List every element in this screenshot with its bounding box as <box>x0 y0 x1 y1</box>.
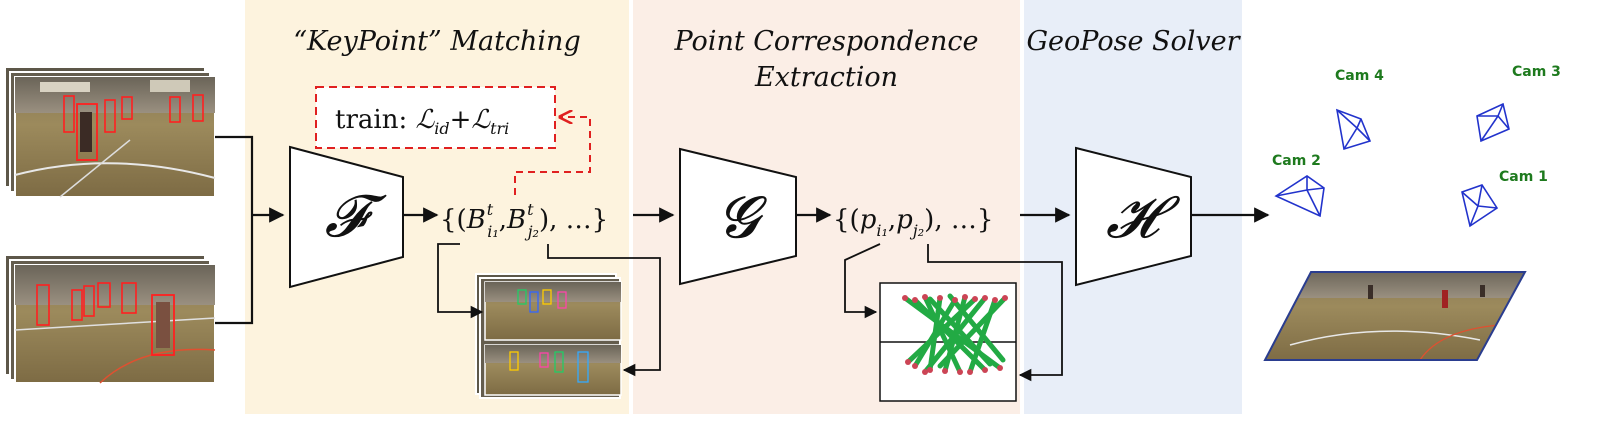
camera-4-label: Cam 4 <box>1335 68 1384 84</box>
loss-id: ℒ <box>415 105 435 135</box>
geopose-solver-title: GeoPose Solver <box>1026 26 1240 57</box>
network-g: 𝓖 <box>679 147 797 286</box>
camera-3-label: Cam 3 <box>1512 64 1561 80</box>
bbox-b2-sub: j₂ <box>525 222 539 241</box>
p2-to-matches-arrow <box>927 244 1063 382</box>
bbox-tuple-open: {( <box>440 205 467 235</box>
match-lines <box>902 293 1008 375</box>
training-loss-box: train: ℒid+ℒtri <box>315 86 556 149</box>
b1-to-crops-arrow <box>437 243 484 319</box>
training-feedback-arrow <box>514 117 591 195</box>
correspondence-match-image <box>879 282 1017 402</box>
input-frames-view-2 <box>4 254 216 384</box>
court-image-view-1 <box>14 76 216 198</box>
point-p2-sub: j₂ <box>910 221 924 240</box>
input-frames-view-1 <box>4 66 216 198</box>
camera-1-label: Cam 1 <box>1499 169 1548 185</box>
point-correspondence-title: Point Correspondence Extraction <box>633 24 1020 96</box>
point-tuple-close: ), …} <box>924 205 993 235</box>
point-correspondence-title-line1: Point Correspondence <box>674 26 979 57</box>
bbox-b2: B <box>506 205 526 235</box>
match-points <box>902 294 1008 375</box>
camera-3-frustum <box>1476 102 1510 143</box>
bbox-b2-sup: t <box>527 200 534 219</box>
bbox-tuple-close: ), …} <box>539 205 608 235</box>
keypoint-matching-title: “KeyPoint” Matching <box>293 26 581 57</box>
camera-poses <box>1274 102 1510 228</box>
bbox-b1-sub: i₁ <box>487 222 499 241</box>
point-p1: p <box>860 205 877 235</box>
input-merge-connector <box>215 135 285 325</box>
loss-tri-sub: tri <box>490 119 509 138</box>
point-p2: p <box>896 205 913 235</box>
bbox-b1-sup: t <box>487 200 494 219</box>
network-h: 𝓗 <box>1075 146 1192 287</box>
camera-1-frustum <box>1461 184 1499 228</box>
court-image-view-2 <box>14 264 216 384</box>
matched-crops-stack <box>475 273 622 399</box>
point-pair-tuple: {(pi₁,pj₂), …} <box>833 205 993 240</box>
train-prefix: train: <box>335 105 415 135</box>
p1-to-matches-arrow <box>844 243 881 319</box>
point-correspondence-title-line2: Extraction <box>754 62 899 93</box>
svg-text:train: ℒid+ℒtri: train: ℒid+ℒtri <box>335 105 509 138</box>
bbox-b1: B <box>466 205 486 235</box>
loss-id-sub: id <box>434 119 449 138</box>
camera-2-label: Cam 2 <box>1272 153 1321 169</box>
camera-4-frustum <box>1335 108 1372 151</box>
b2-to-crops-arrow <box>547 244 661 377</box>
loss-tri: ℒ <box>471 105 491 135</box>
point-p1-sub: i₁ <box>876 221 888 240</box>
camera-2-frustum <box>1274 175 1325 218</box>
svg-text:{(pi₁,pj₂), …}: {(pi₁,pj₂), …} <box>833 205 993 240</box>
point-comma: , <box>888 205 896 235</box>
network-f: 𝓕 <box>289 145 404 289</box>
point-tuple-open: {( <box>833 205 860 235</box>
ground-plane-image <box>1263 271 1527 361</box>
bbox-comma: , <box>499 205 507 235</box>
loss-plus: + <box>450 105 472 135</box>
